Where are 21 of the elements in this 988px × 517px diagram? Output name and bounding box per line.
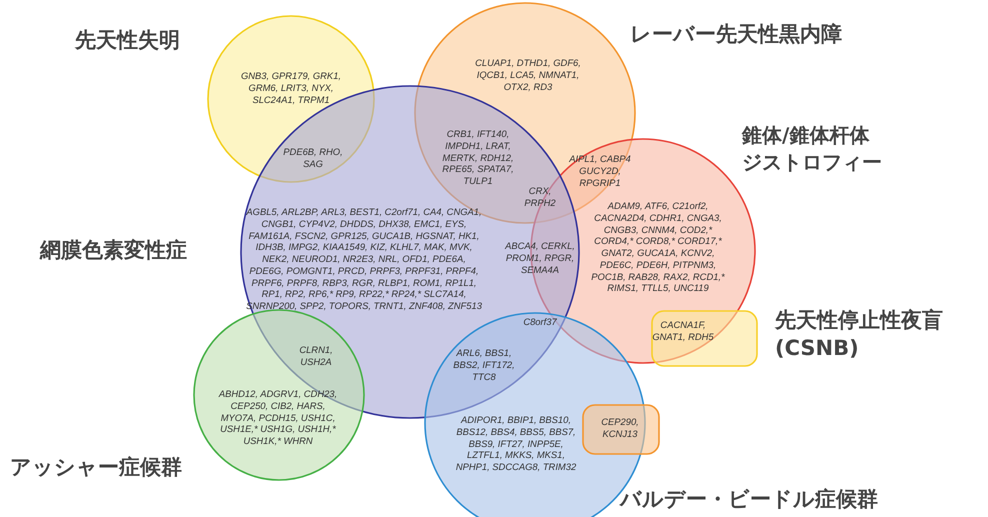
set-heading: レーバー先天性黒内障 (630, 21, 843, 48)
set-heading: アッシャー症候群 (10, 454, 183, 481)
gene-list: ABHD12, ADGRV1, CDH23, CEP250, CIB2, HARS, MYO7A, PCDH15, USH1C, USH1E,* USH1G, USH1H,* USH1K,* WHRN (217, 388, 339, 447)
gene-list: CACNA1F, GNAT1, RDH5 (652, 319, 714, 342)
gene-list: CRB1, IFT140, IMPDH1, LRAT, MERTK, RDH12, RPE65, SPATA7, TULP1 (428, 128, 528, 187)
gene-list: C8orf37 (515, 316, 565, 328)
gene-list: GNB3, GPR179, GRK1, GRM6, LRIT3, NYX, SLC24A1, TRPM1 (234, 70, 348, 106)
gene-list: ADAM9, ATF6, C21orf2, CACNA2D4, CDHR1, CNGA3, CNGB3, CNNM4, COD2,* CORD4,* CORD8,* CORD17,* GNAT2, GUCA1A, KCNV2, PDE6C, PDE6H, PITPNM3, POC1B, RAB28, RAX2, RCD1,* RIMS1, TTLL5, UNC119 (590, 200, 726, 294)
gene-list: ADIPOR1, BBIP1, BBS10, BBS12, BBS4, BBS5, BBS7, BBS9, IFT27, INPP5E, LZTFL1, MKKS, MKS1, NPHP1, SDCCAG8, TRIM32 (455, 414, 577, 473)
gene-list: CLRN1, USH2A (286, 344, 346, 368)
set-heading: バルデー・ビードル症候群 (620, 486, 879, 513)
gene-list: CLUAP1, DTHD1, GDF6, IQCB1, LCA5, NMNAT1, OTX2, RD3 (472, 57, 584, 92)
set-heading: 先天性停止性夜盲 (CSNB) (775, 307, 944, 362)
gene-list: PDE6B, RHO, SAG (277, 146, 349, 170)
gene-list: ABCA4, CERKL, PROM1, RPGR, SEMA4A (499, 240, 581, 276)
gene-list: CRX, PRPH2 (515, 185, 565, 208)
set-heading: 網膜色素変性症 (40, 237, 188, 264)
set-heading: 先天性失明 (75, 27, 181, 54)
set-heading: 錐体/錐体杆体ジストロフィー (742, 122, 883, 176)
gene-list: ARL6, BBS1, BBS2, IFT172, TTC8 (448, 347, 520, 382)
gene-list: CEP290, KCNJ13 (589, 416, 651, 440)
